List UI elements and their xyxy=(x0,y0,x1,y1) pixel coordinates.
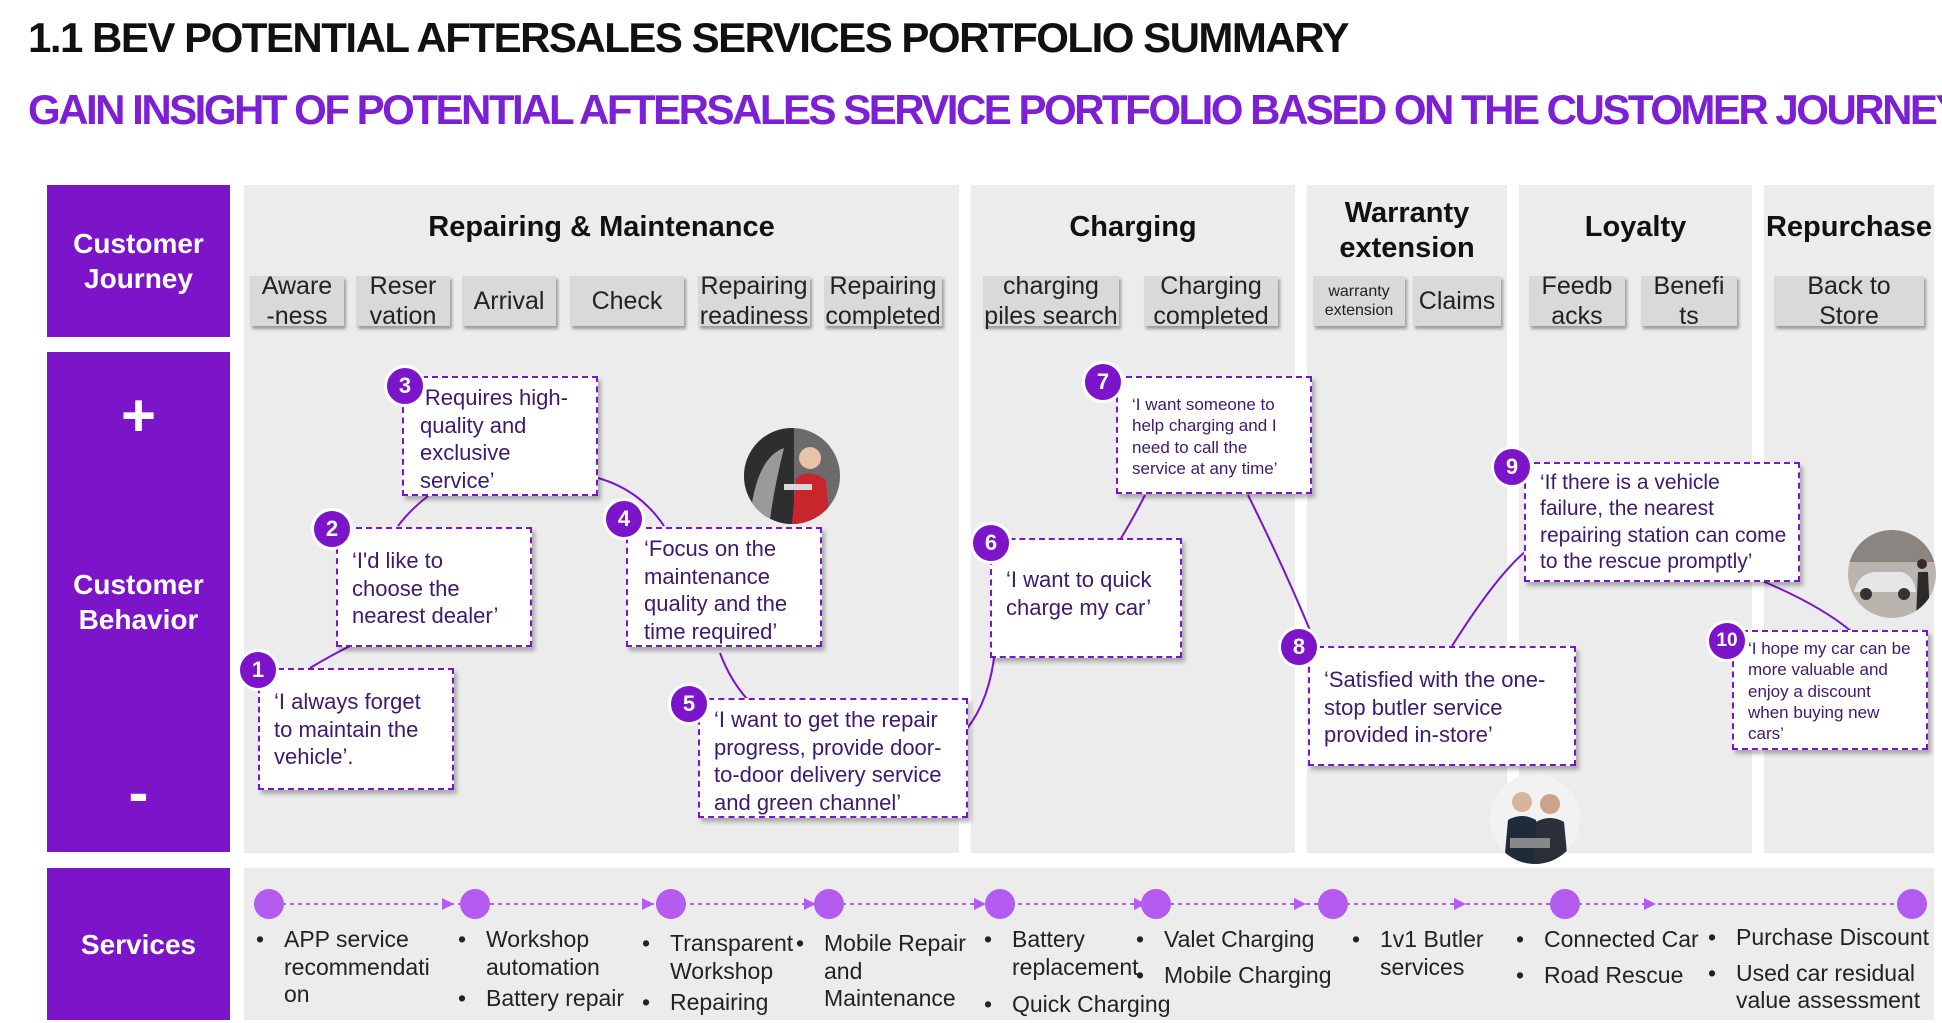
service-item: APP service recommendati on xyxy=(254,926,440,1009)
car-owner-photo xyxy=(1848,530,1936,618)
timeline-dot-3 xyxy=(656,889,686,919)
behavior-quote-6: ‘I want to quick charge my car’ xyxy=(990,538,1182,658)
behavior-quote-7: ‘I want someone to help charging and I n… xyxy=(1116,376,1312,494)
step-number-10: 10 xyxy=(1706,620,1748,662)
timeline-dot-2 xyxy=(460,889,490,919)
connector-9-10 xyxy=(1759,579,1853,633)
service-group-2: Workshop automationBattery repair xyxy=(456,926,652,1017)
step-number-7: 7 xyxy=(1082,361,1124,403)
service-item: 1v1 Butler services xyxy=(1350,926,1510,981)
service-group-9: Purchase DiscountUsed car residual value… xyxy=(1706,924,1938,1019)
step-awareness: Aware -ness xyxy=(250,272,344,330)
phase-warranty-extension: Warranty extension xyxy=(1339,197,1475,264)
behavior-quote-8: ‘Satisfied with the one-stop butler serv… xyxy=(1308,646,1576,766)
timeline-dot-9 xyxy=(1897,889,1927,919)
phase-loyalty: Loyalty xyxy=(1584,211,1687,243)
behavior-quote-9: ‘If there is a vehicle failure, the near… xyxy=(1524,462,1800,582)
step-number-9: 9 xyxy=(1491,446,1533,488)
behavior-quote-5: ‘I want to get the repair progress, prov… xyxy=(698,698,968,818)
step-repairing-completed: Repairing completed xyxy=(824,272,942,330)
service-group-6: Valet ChargingMobile Charging xyxy=(1134,926,1334,993)
service-item: Repairing service xyxy=(640,989,800,1020)
service-item: Transparent Workshop xyxy=(640,930,800,985)
step-number-2: 2 xyxy=(311,508,353,550)
step-charging-completed: Charging completed xyxy=(1144,272,1278,330)
behavior-quote-3: ‘Requires high-quality and exclusive ser… xyxy=(402,376,598,496)
step-feedbacks: Feedb acks xyxy=(1529,272,1625,330)
service-item: Battery replacement xyxy=(982,926,1172,981)
service-item: Used car residual value assessment xyxy=(1706,960,1938,1015)
positive-sign: + xyxy=(120,382,157,449)
phase-charging: Charging xyxy=(1069,211,1197,243)
services-label: Services xyxy=(47,868,230,1020)
service-item: Valet Charging xyxy=(1134,926,1334,954)
behavior-quote-2: ‘I'd like to choose the nearest dealer’ xyxy=(336,527,532,647)
service-group-5: Battery replacementQuick Charging xyxy=(982,926,1172,1023)
step-claims: Claims xyxy=(1413,276,1501,326)
step-number-3: 3 xyxy=(384,365,426,407)
step-reservation: Reser vation xyxy=(356,272,450,330)
service-item: Connected Car xyxy=(1514,926,1714,954)
slide-subtitle: GAIN INSIGHT OF POTENTIAL AFTERSALES SER… xyxy=(28,86,1942,133)
step-warranty-extension: warranty extension xyxy=(1313,276,1405,326)
service-item: Workshop automation xyxy=(456,926,652,981)
connector-6-7 xyxy=(1119,494,1146,541)
connector-8-9 xyxy=(1451,547,1531,647)
step-check: Check xyxy=(570,276,684,326)
service-group-8: Connected CarRoad Rescue xyxy=(1514,926,1714,993)
mechanic-photo xyxy=(744,428,840,524)
connector-3-4 xyxy=(597,477,665,527)
connector-1-2 xyxy=(309,645,351,669)
timeline-dot-4 xyxy=(814,889,844,919)
service-item: Road Rescue xyxy=(1514,962,1714,990)
behavior-quote-4: ‘Focus on the maintenance quality and th… xyxy=(626,527,822,647)
customer-journey-label: Customer Journey xyxy=(47,185,230,337)
service-item: Quick Charging xyxy=(982,991,1172,1019)
step-benefits: Benefi ts xyxy=(1641,272,1737,330)
timeline-dot-5 xyxy=(985,889,1015,919)
butler-photo xyxy=(1490,774,1580,864)
step-number-4: 4 xyxy=(603,498,645,540)
service-item: Mobile Repair and Maintenance xyxy=(794,930,1000,1013)
customer-behavior-text: Customer Behavior xyxy=(73,569,204,635)
behavior-quote-10: ‘I hope my car can be more valuable and … xyxy=(1732,630,1928,750)
negative-sign: - xyxy=(128,759,149,826)
phase-repurchase: Repurchase xyxy=(1765,211,1932,243)
slide-title: 1.1 BEV POTENTIAL AFTERSALES SERVICES PO… xyxy=(28,14,1350,61)
phase-repair-maintenance: Repairing & Maintenance xyxy=(428,211,775,243)
timeline-dot-1 xyxy=(254,889,284,919)
step-arrival: Arrival xyxy=(462,276,556,326)
service-item: Mobile Charging xyxy=(1134,962,1334,990)
behavior-quote-1: ‘I always forget to maintain the vehicle… xyxy=(258,668,454,790)
service-group-3: Transparent WorkshopRepairing service xyxy=(640,930,800,1020)
service-item: Battery repair xyxy=(456,985,652,1013)
customer-behavior-label: + Customer Behavior - xyxy=(47,352,230,852)
step-charging-piles-search: charging piles search xyxy=(983,272,1119,330)
connector-5-6 xyxy=(965,649,996,731)
step-number-6: 6 xyxy=(970,522,1012,564)
step-number-1: 1 xyxy=(237,649,279,691)
connector-4-5 xyxy=(719,652,749,701)
service-group-4: Mobile Repair and Maintenance xyxy=(794,930,1000,1017)
timeline-dot-6 xyxy=(1141,889,1171,919)
service-item: Purchase Discount xyxy=(1706,924,1938,952)
step-repairing-readiness: Repairing readiness xyxy=(698,272,810,330)
service-group-1: APP service recommendati on xyxy=(254,926,440,1013)
step-back-to-store: Back to Store xyxy=(1774,272,1924,330)
service-group-7: 1v1 Butler services xyxy=(1350,926,1510,985)
timeline-dot-8 xyxy=(1550,889,1580,919)
step-number-5: 5 xyxy=(668,683,710,725)
step-number-8: 8 xyxy=(1278,626,1320,668)
timeline-dot-7 xyxy=(1318,889,1348,919)
connector-7-8 xyxy=(1247,494,1319,651)
connector-2-3 xyxy=(397,495,429,527)
